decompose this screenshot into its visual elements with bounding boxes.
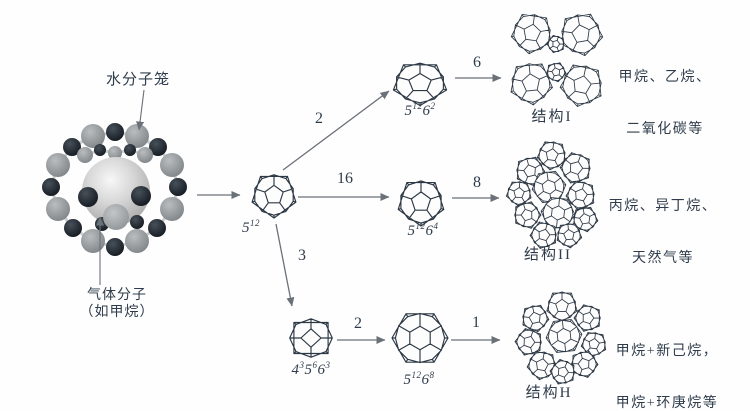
structure-2-guests: 丙烷、异丁烷、 天然气等 xyxy=(605,168,721,298)
gas-molecule-label-line1: 气体分子 xyxy=(87,288,147,303)
cage-51264-graphic xyxy=(397,180,445,227)
arrow-512-to-51262 xyxy=(282,90,390,171)
structure-h-guests: 甲烷+新己烷， 甲烷+环庚烷等 xyxy=(606,313,728,411)
structure-1-label: 结构I xyxy=(531,109,573,125)
arrow-512-to-435663 xyxy=(275,223,295,307)
count-to-51262: 2 xyxy=(315,110,323,127)
count-to-51268: 2 xyxy=(354,315,362,332)
structure-1-graphic xyxy=(510,13,604,107)
gas-molecule-sphere xyxy=(82,157,150,225)
water-cage-pointer-line xyxy=(136,89,145,131)
formula-51264: 51264 xyxy=(407,221,439,240)
cage-512-graphic xyxy=(251,174,297,219)
cage-51268-graphic xyxy=(391,312,449,364)
formula-512: 512 xyxy=(242,218,260,237)
structure-2-guests-line1: 丙烷、异丁烷、 xyxy=(608,199,718,214)
gas-molecule-label: 气体分子 （如甲烷） xyxy=(65,287,169,321)
formula-51268: 51268 xyxy=(403,370,435,389)
count-to-51264: 16 xyxy=(337,170,353,187)
structure-1-guests-line2: 二氧化碳等 xyxy=(626,122,704,137)
count-to-structure2: 8 xyxy=(473,174,481,191)
structure-2-guests-line2: 天然气等 xyxy=(632,251,694,266)
water-cage-image xyxy=(42,123,187,256)
structure-1-guests: 甲烷、乙烷、 二氧化碳等 xyxy=(607,39,723,169)
structure-2-graphic xyxy=(505,141,599,249)
structure-h-label: 结构H xyxy=(525,385,573,401)
gas-molecule-label-line2: （如甲烷） xyxy=(79,305,155,320)
formula-435663: 435663 xyxy=(291,360,331,379)
formula-51262: 51262 xyxy=(404,101,436,120)
structure-h-guests-line2: 甲烷+环庚烷等 xyxy=(615,396,719,411)
structure-1-guests-line1: 甲烷、乙烷、 xyxy=(618,70,712,85)
count-to-structureH: 1 xyxy=(472,314,480,331)
structure-2-label: 结构II xyxy=(524,247,572,263)
structure-h-graphic xyxy=(514,291,607,385)
count-to-435663: 3 xyxy=(298,247,306,264)
count-to-structure1: 6 xyxy=(473,54,481,71)
cage-435663-graphic xyxy=(289,318,333,358)
water-cage-label: 水分子笼 xyxy=(105,72,170,88)
structure-h-guests-line1: 甲烷+新己烷， xyxy=(615,344,719,359)
cage-51262-graphic xyxy=(392,62,448,107)
